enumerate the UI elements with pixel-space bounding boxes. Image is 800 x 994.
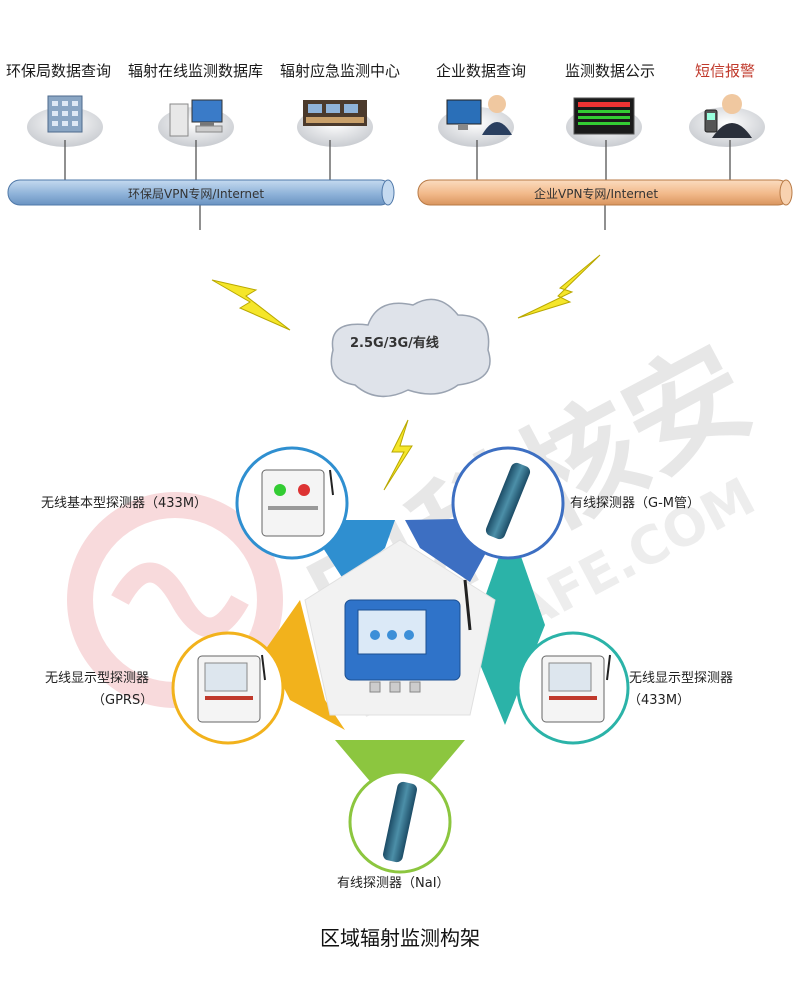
label-detector-gm-tube: 有线探测器（G-M管） xyxy=(570,496,700,511)
lightning-icon-center xyxy=(383,419,413,491)
label-detector-basic-433m: 无线基本型探测器（433M） xyxy=(41,496,208,511)
detector-display-433m-icon xyxy=(516,631,630,745)
cloud-label: 2.5G/3G/有线 xyxy=(350,336,439,351)
computer-user-icon xyxy=(438,95,514,147)
bureau-vpn-label: 环保局VPN专网/Internet xyxy=(128,187,265,201)
lightning-icon-left xyxy=(211,279,291,331)
top-label-data-publicity: 监测数据公示 xyxy=(565,62,656,80)
enterprise-vpn-pipe xyxy=(417,179,793,206)
label-detector-display-433m-line1: 无线显示型探测器 xyxy=(629,671,734,686)
server-icon xyxy=(158,99,234,147)
label-detector-nai: 有线探测器（NaI） xyxy=(337,876,450,891)
central-controller-icon xyxy=(344,579,472,693)
led-display-icon xyxy=(566,97,642,147)
top-label-bureau-query: 环保局数据查询 xyxy=(6,62,112,80)
detector-nai-icon xyxy=(348,770,452,874)
segment-teal xyxy=(470,525,545,725)
label-detector-display-433m-line2: （433M） xyxy=(628,693,691,708)
figure-caption: 区域辐射监测构架 xyxy=(320,926,480,950)
enterprise-vpn-label: 企业VPN专网/Internet xyxy=(534,187,659,201)
cloud-icon xyxy=(330,298,491,398)
top-label-enterprise-query: 企业数据查询 xyxy=(436,62,527,80)
segment-yellow xyxy=(265,600,345,730)
bureau-vpn-pipe xyxy=(7,179,395,206)
label-detector-display-gprs-line1: 无线显示型探测器 xyxy=(45,671,150,686)
phone-user-icon xyxy=(689,94,765,147)
label-detector-display-gprs-line2: （GPRS） xyxy=(92,693,154,708)
detector-basic-433m-icon xyxy=(235,446,349,560)
detector-gm-tube-icon xyxy=(451,446,565,560)
lightning-icon-right xyxy=(517,254,601,319)
top-label-emergency-center: 辐射应急监测中心 xyxy=(280,62,401,80)
detector-display-gprs-icon xyxy=(171,631,285,745)
control-room-icon xyxy=(297,100,373,147)
building-icon xyxy=(27,95,103,147)
top-label-sms-alert: 短信报警 xyxy=(695,62,756,80)
top-label-database: 辐射在线监测数据库 xyxy=(128,62,264,80)
